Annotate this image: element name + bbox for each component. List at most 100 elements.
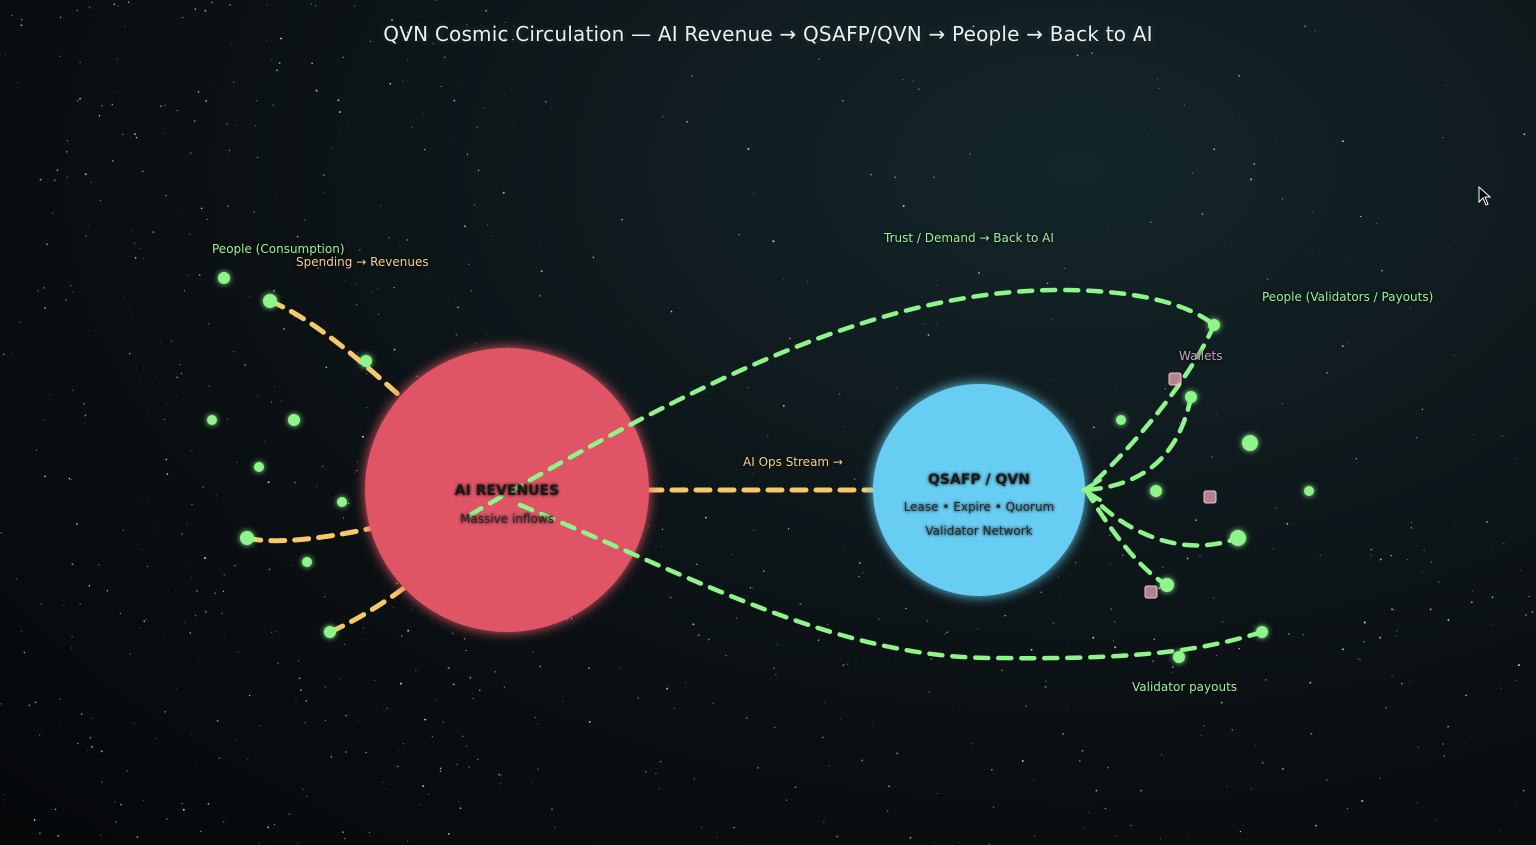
star bbox=[1273, 548, 1275, 550]
star bbox=[930, 658, 933, 660]
star bbox=[202, 486, 205, 488]
star bbox=[1442, 137, 1444, 138]
star bbox=[181, 532, 184, 535]
star bbox=[1423, 549, 1425, 551]
star bbox=[799, 603, 802, 606]
star bbox=[926, 619, 929, 622]
star bbox=[1107, 766, 1109, 769]
star bbox=[1315, 824, 1317, 827]
star bbox=[288, 813, 291, 816]
star bbox=[330, 147, 333, 149]
star bbox=[752, 588, 753, 590]
star bbox=[98, 563, 100, 566]
star bbox=[1416, 802, 1418, 804]
star bbox=[384, 788, 385, 789]
star bbox=[234, 564, 236, 567]
star bbox=[928, 690, 931, 693]
star bbox=[1471, 590, 1474, 592]
star bbox=[444, 56, 446, 58]
star bbox=[686, 120, 688, 123]
star bbox=[459, 807, 462, 809]
star bbox=[747, 386, 750, 389]
star bbox=[139, 248, 141, 250]
star bbox=[739, 765, 741, 766]
star bbox=[36, 478, 38, 479]
star bbox=[934, 842, 935, 844]
star bbox=[1362, 640, 1365, 643]
star bbox=[222, 820, 225, 823]
star bbox=[77, 100, 79, 102]
star bbox=[416, 375, 419, 378]
star bbox=[782, 278, 784, 280]
star bbox=[338, 111, 341, 113]
star bbox=[1309, 681, 1312, 684]
wallet-flow-2 bbox=[1083, 394, 1194, 493]
star bbox=[1500, 830, 1502, 832]
star bbox=[886, 810, 889, 812]
star bbox=[406, 239, 409, 241]
star bbox=[666, 687, 669, 690]
star bbox=[136, 502, 138, 504]
star bbox=[98, 114, 101, 117]
star bbox=[503, 686, 505, 688]
star bbox=[176, 688, 178, 690]
star bbox=[424, 718, 427, 721]
star bbox=[234, 124, 236, 126]
star bbox=[1220, 701, 1223, 704]
star bbox=[992, 806, 995, 808]
star bbox=[978, 271, 980, 274]
star bbox=[1109, 563, 1111, 565]
star bbox=[468, 263, 470, 266]
star bbox=[588, 721, 591, 723]
star bbox=[544, 100, 547, 103]
qsafp-qvn-node bbox=[873, 384, 1085, 596]
star bbox=[282, 327, 285, 330]
star bbox=[704, 393, 706, 395]
star bbox=[888, 662, 889, 663]
star bbox=[1311, 211, 1313, 213]
star bbox=[231, 44, 233, 46]
star bbox=[476, 126, 479, 129]
star bbox=[411, 126, 413, 128]
star bbox=[191, 576, 193, 578]
star bbox=[1360, 215, 1362, 218]
star bbox=[455, 333, 458, 336]
star bbox=[330, 756, 333, 758]
star bbox=[189, 233, 191, 235]
star bbox=[436, 698, 437, 700]
star bbox=[1088, 812, 1090, 814]
star bbox=[304, 722, 306, 724]
star bbox=[255, 125, 256, 126]
star bbox=[1346, 341, 1348, 343]
star bbox=[440, 85, 442, 87]
star bbox=[896, 752, 899, 755]
star bbox=[1001, 669, 1003, 672]
star bbox=[1370, 554, 1372, 556]
star bbox=[71, 389, 74, 392]
star bbox=[407, 629, 410, 632]
star bbox=[447, 667, 450, 670]
star bbox=[505, 21, 507, 23]
star bbox=[295, 701, 297, 703]
star bbox=[1523, 133, 1526, 136]
star bbox=[275, 193, 277, 194]
star bbox=[716, 836, 718, 838]
star bbox=[291, 565, 293, 566]
star bbox=[1346, 808, 1349, 810]
star bbox=[707, 638, 710, 641]
star bbox=[35, 449, 38, 451]
star bbox=[391, 19, 393, 21]
star bbox=[126, 769, 128, 772]
star bbox=[874, 246, 876, 248]
star bbox=[1092, 636, 1095, 639]
star bbox=[305, 700, 308, 702]
star bbox=[0, 532, 2, 534]
star bbox=[1430, 561, 1433, 563]
star bbox=[1379, 636, 1382, 639]
star bbox=[592, 256, 595, 259]
star bbox=[233, 81, 235, 83]
star bbox=[917, 88, 920, 91]
star bbox=[621, 218, 623, 221]
star bbox=[1004, 614, 1006, 617]
star bbox=[76, 9, 78, 12]
